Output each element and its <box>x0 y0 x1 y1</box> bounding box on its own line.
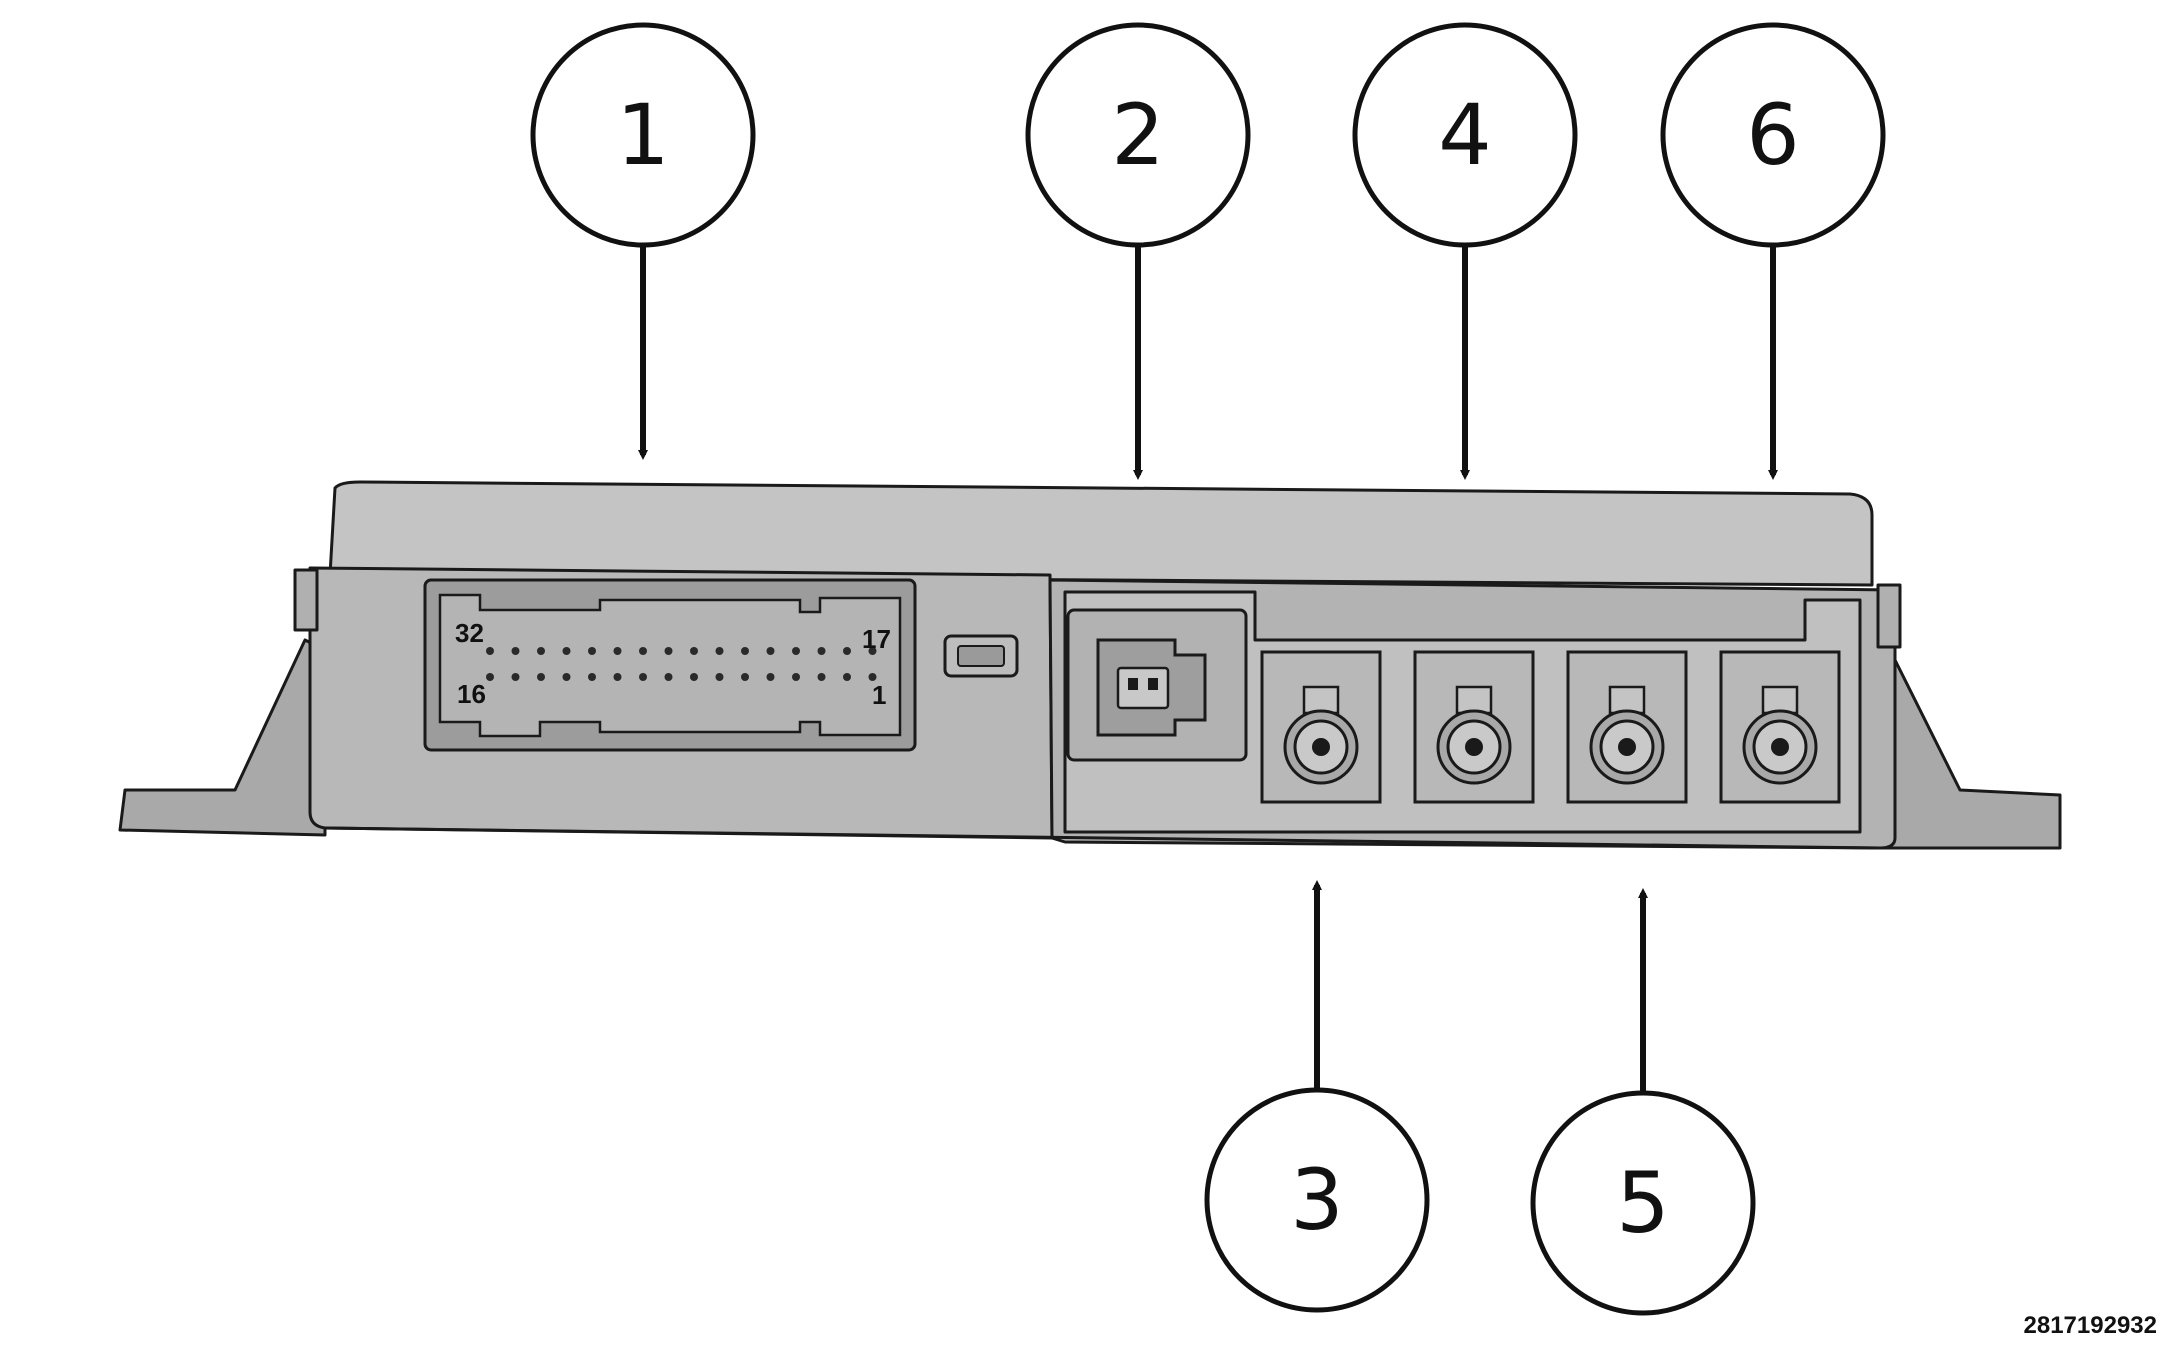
antenna-port-d <box>1719 650 1841 804</box>
connector-pin <box>664 647 673 655</box>
latch-slot <box>943 634 1019 678</box>
pin-label-1: 1 <box>872 680 886 710</box>
callout-2: 2 <box>1025 22 1251 248</box>
connector-pin <box>741 673 749 681</box>
connector-pin <box>562 673 571 681</box>
callout-3: 3 <box>1204 1087 1430 1313</box>
connector-pin <box>537 673 545 681</box>
connector-pin <box>868 647 877 655</box>
connector-pin <box>486 647 494 655</box>
antenna-port-c <box>1566 650 1688 804</box>
connector-pin <box>639 647 647 655</box>
callout-5: 5 <box>1530 1090 1756 1316</box>
connector-pin <box>817 673 826 681</box>
callout-number-5: 5 <box>1616 1154 1669 1252</box>
connector-pin <box>613 647 622 655</box>
callout-number-2: 2 <box>1111 86 1164 184</box>
connector-pin <box>715 647 724 655</box>
main-connector: 32 17 16 1 <box>423 578 917 752</box>
callout-1: 1 <box>530 22 756 248</box>
connector-pin <box>690 647 698 655</box>
connector-pin <box>843 673 851 681</box>
connector-pin <box>792 647 800 655</box>
top-cover <box>328 480 1874 587</box>
connector-pin <box>537 647 545 655</box>
connector-pin <box>486 673 494 681</box>
callout-number-3: 3 <box>1290 1151 1343 1249</box>
antenna-port-a <box>1260 650 1382 804</box>
left-clip <box>293 568 319 632</box>
connector-pin <box>868 673 877 681</box>
callout-4: 4 <box>1352 22 1578 248</box>
connector-pin <box>639 673 647 681</box>
right-mounting-flange <box>1868 638 2062 850</box>
pin-label-17: 17 <box>862 624 891 654</box>
connector-pin <box>715 673 724 681</box>
connector-pin <box>511 673 520 681</box>
callout-number-4: 4 <box>1438 86 1491 184</box>
figure-id: 2817192932 <box>2023 1312 2157 1339</box>
connector-pin <box>588 673 596 681</box>
connector-pin <box>843 647 851 655</box>
callout-number-1: 1 <box>616 86 669 184</box>
connector-pin <box>766 647 775 655</box>
connector-pin <box>766 673 775 681</box>
pin-label-32: 32 <box>455 618 484 648</box>
pin-label-16: 16 <box>457 679 486 709</box>
connector-pin-row-top <box>486 647 877 655</box>
connector-pin <box>562 647 571 655</box>
connector-pin <box>511 647 520 655</box>
connector-pin <box>613 673 622 681</box>
connector-pin <box>817 647 826 655</box>
connector-pin <box>741 647 749 655</box>
callout-number-6: 6 <box>1746 86 1799 184</box>
right-clip <box>1876 583 1902 649</box>
connector-pin <box>792 673 800 681</box>
antenna-port-b <box>1413 650 1535 804</box>
connector-pin <box>664 673 673 681</box>
connector-pin-row-bottom <box>486 673 877 681</box>
callout-6: 6 <box>1660 22 1886 248</box>
left-mounting-flange <box>118 638 327 837</box>
two-pin-connector <box>1066 608 1248 762</box>
connector-pin <box>588 647 596 655</box>
connector-pin <box>690 673 698 681</box>
